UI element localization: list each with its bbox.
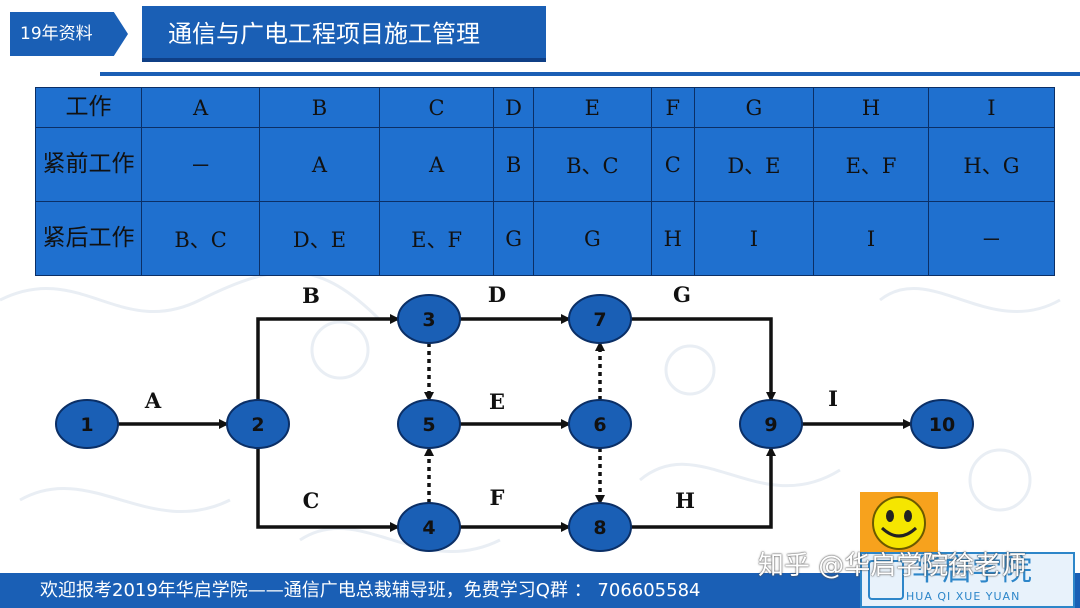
row-label-successors: 紧后工作 [35,201,142,276]
table-cell: D、E [259,201,380,276]
table-cell: E [532,87,652,128]
table-cell: I [813,201,929,276]
activity-label-A: A [144,388,162,413]
node-circle [397,399,461,449]
node-circle [568,502,632,552]
header-divider [100,72,1080,76]
activity-label-D: D [488,282,506,307]
node-circle [226,399,290,449]
logo-subtitle: HUA QI XUE YUAN [906,590,1021,603]
activity-label-I: I [828,386,838,411]
node-label: 5 [422,414,435,436]
footer-text: 欢迎报考2019年华启学院——通信广电总裁辅导班，免费学习Q群 ： 706605… [40,580,701,601]
table-cell: I [693,201,815,276]
node-circle [568,294,632,344]
node-2: 2 [226,399,290,449]
logo-mark-icon [868,560,904,600]
node-label: 8 [593,517,606,539]
node-label: 7 [593,309,606,331]
activity-label-B: B [302,283,320,308]
node-10: 10 [910,399,974,449]
node-circle [739,399,803,449]
row-label-work: 工作 [35,87,142,128]
table-cell: G [532,201,652,276]
activity-arrow-G [631,317,776,402]
node-6: 6 [568,399,632,449]
table-cell: B [259,87,380,128]
activity-label-E: E [489,389,505,414]
node-label: 10 [929,414,955,436]
node-8: 8 [568,502,632,552]
table-cell: G [693,87,815,128]
table-cell: A [140,87,261,128]
node-1: 1 [55,399,119,449]
node-label: 9 [764,414,777,436]
activity-label-C: C [303,488,320,513]
section-tag: 19年资料 [10,12,128,56]
activity-label-H: H [675,488,695,513]
table-cell: D、E [693,127,815,202]
node-label: 4 [422,517,435,539]
node-label: 3 [422,309,435,331]
node-circle [910,399,974,449]
activity-label-F: F [490,485,505,510]
activity-label-G: G [673,282,691,307]
node-9: 9 [739,399,803,449]
table-cell: B、C [140,201,261,276]
table-row-work: 工作 A B C D E F G H I [35,87,1056,128]
logo-name: 华启学院 [912,553,1032,588]
table-row-successors: 紧后工作 B、C D、E E、F G G H I I － [35,201,1056,276]
node-4: 4 [397,502,461,552]
node-circle [397,294,461,344]
page-title: 通信与广电工程项目施工管理 [142,6,546,62]
work-relationship-table: 工作 A B C D E F G H I 紧前工作 － A A B B、C C … [35,87,1056,276]
node-circle [55,399,119,449]
table-row-predecessors: 紧前工作 － A A B B、C C D、E E、F H、G [35,127,1056,202]
table-cell: H [813,87,929,128]
node-3: 3 [397,294,461,344]
table-cell: － [140,127,261,202]
table-cell: I [927,87,1056,128]
node-label: 1 [80,414,93,436]
table-cell: C [378,87,495,128]
table-cell: B、C [532,127,652,202]
node-label: 6 [593,414,606,436]
table-cell: E、F [813,127,929,202]
smiley-icon [860,492,938,554]
activity-arrow-H [631,446,776,529]
table-cell: H [650,201,695,276]
watermark: 知乎 @华启学院徐老师 [758,551,1027,581]
node-circle [568,399,632,449]
activity-arrow-B [256,314,400,400]
logo: 华启学院 HUA QI XUE YUAN [860,552,1075,608]
node-7: 7 [568,294,632,344]
activity-arrow-C [256,448,400,532]
table-cell: E、F [378,201,495,276]
node-label: 2 [251,414,264,436]
table-cell: G [493,201,534,276]
node-circle [397,502,461,552]
table-cell: － [927,201,1056,276]
node-5: 5 [397,399,461,449]
